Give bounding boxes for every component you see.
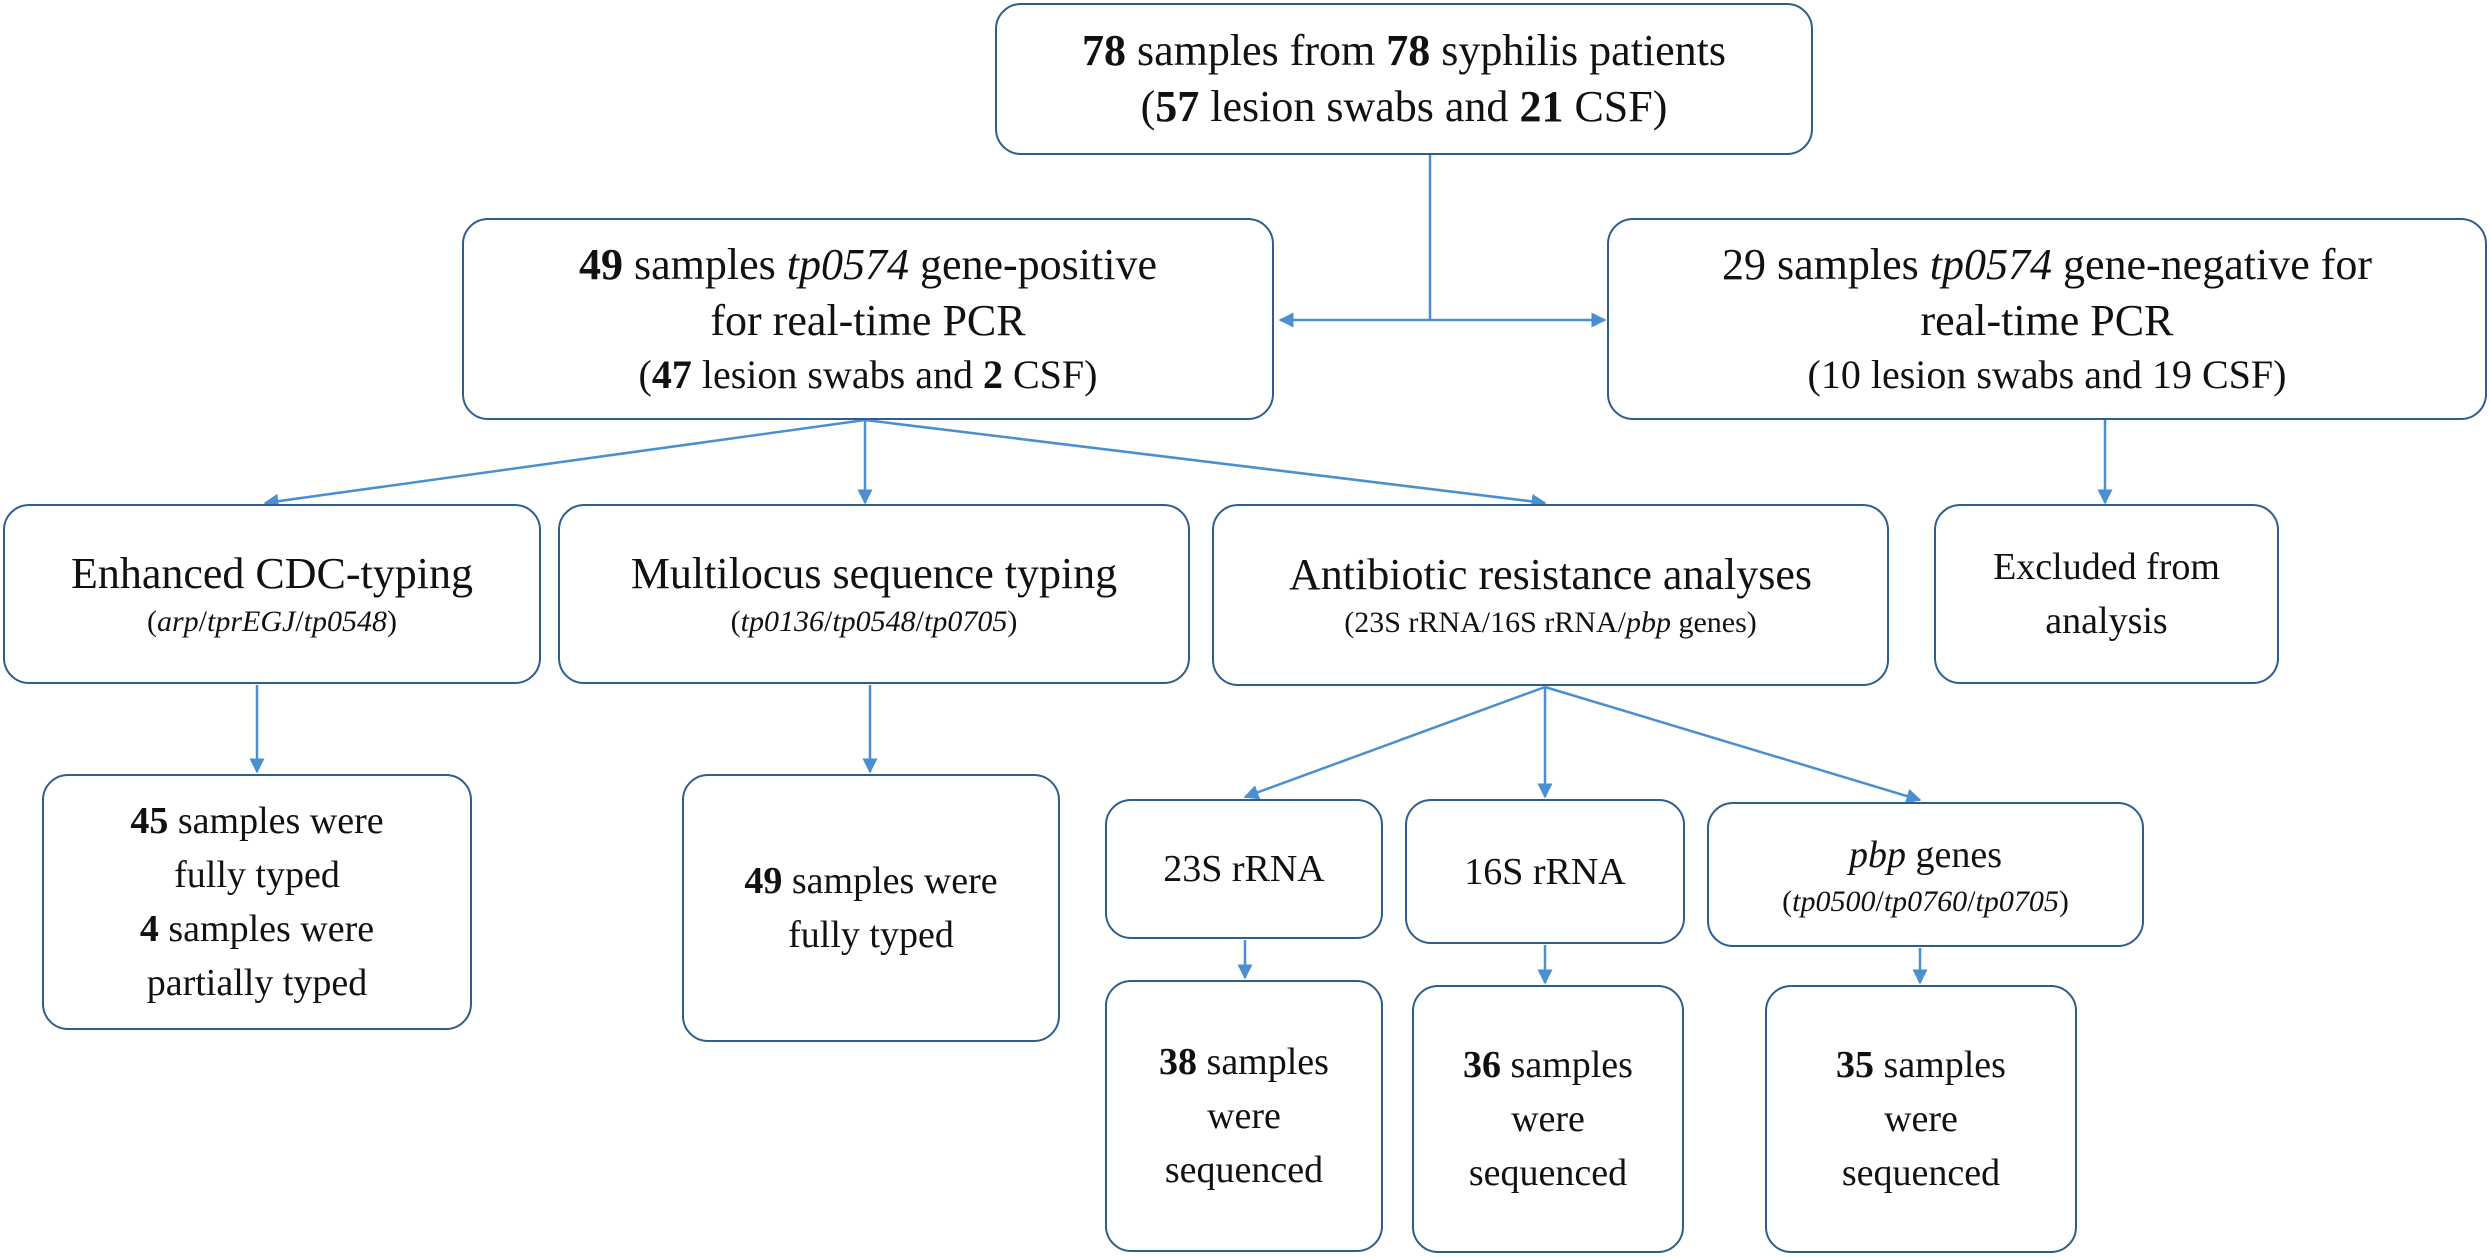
edge-abx-to-23s — [1243, 685, 1546, 800]
root-line-2: (57 lesion swabs and 21 CSF) — [1140, 82, 1668, 131]
pbp-result-line-3: sequenced — [1841, 1152, 2001, 1194]
23s-rrna-node: 23S rRNA — [1105, 799, 1383, 939]
positive-line-1: 49 samples tp0574 gene-positive — [578, 240, 1158, 289]
23s-result-line-1: 38 samples — [1159, 1041, 1329, 1083]
negative-line-3: (10 lesion swabs and 19 CSF) — [1807, 352, 2287, 397]
pbp-genes-node: pbp genes (tp0500/tp0760/tp0705) — [1707, 802, 2144, 947]
negative-line-2: real-time PCR — [1920, 296, 2174, 345]
cdc-result-line-3: 4 samples were — [139, 908, 375, 950]
cdc-typing-node: Enhanced CDC-typing (arp/tprEGJ/tp0548) — [3, 504, 541, 684]
cdc-result-line-2: fully typed — [174, 854, 340, 896]
mlst-title: Multilocus sequence typing — [630, 549, 1118, 598]
23s-result-line-3: sequenced — [1164, 1149, 1324, 1191]
pbp-genes-title: pbp genes — [1848, 833, 2003, 876]
16s-result-line-3: sequenced — [1468, 1152, 1628, 1194]
pbp-genes-list: (tp0500/tp0760/tp0705) — [1782, 884, 2069, 918]
cdc-typing-result-node: 45 samples were fully typed 4 samples we… — [42, 774, 472, 1030]
cdc-typing-title: Enhanced CDC-typing — [70, 549, 474, 598]
mlst-result-node: 49 samples were fully typed — [682, 774, 1060, 1042]
root-node: 78 samples from 78 syphilis patients (57… — [995, 3, 1813, 155]
23s-rrna-label: 23S rRNA — [1163, 848, 1325, 890]
positive-line-3: (47 lesion swabs and 2 CSF) — [638, 352, 1098, 397]
excluded-line-1: Excluded from — [1993, 546, 2220, 588]
pbp-result-line-1: 35 samples — [1836, 1044, 2006, 1086]
antibiotic-resistance-node: Antibiotic resistance analyses (23S rRNA… — [1212, 504, 1889, 686]
pbp-result-line-2: were — [1884, 1098, 1958, 1140]
cdc-result-line-1: 45 samples were — [130, 800, 384, 842]
edge-pos-to-abx — [864, 418, 1547, 509]
23s-rrna-result-node: 38 samples were sequenced — [1105, 980, 1383, 1252]
pbp-genes-result-node: 35 samples were sequenced — [1765, 985, 2077, 1253]
mlst-node: Multilocus sequence typing (tp0136/tp054… — [558, 504, 1190, 684]
23s-result-line-2: were — [1207, 1095, 1281, 1137]
negative-node: 29 samples tp0574 gene-negative for real… — [1607, 218, 2487, 420]
cdc-typing-genes: (arp/tprEGJ/tp0548) — [146, 605, 398, 638]
edge-abx-to-pbp — [1544, 685, 1922, 804]
16s-result-line-1: 36 samples — [1463, 1044, 1633, 1086]
edge-pos-to-cdc — [263, 418, 866, 509]
antibiotic-resistance-genes: (23S rRNA/16S rRNA/pbp genes) — [1344, 606, 1757, 639]
16s-rrna-result-node: 36 samples were sequenced — [1412, 985, 1684, 1253]
cdc-result-line-4: partially typed — [146, 962, 368, 1004]
mlst-genes: (tp0136/tp0548/tp0705) — [730, 605, 1018, 638]
positive-line-2: for real-time PCR — [710, 296, 1026, 345]
positive-node: 49 samples tp0574 gene-positive for real… — [462, 218, 1274, 420]
excluded-node: Excluded from analysis — [1934, 504, 2279, 684]
16s-rrna-label: 16S rRNA — [1464, 850, 1626, 893]
16s-result-line-2: were — [1511, 1098, 1585, 1140]
mlst-result-line-2: fully typed — [788, 914, 954, 956]
negative-line-1: 29 samples tp0574 gene-negative for — [1721, 240, 2373, 289]
16s-rrna-node: 16S rRNA — [1405, 799, 1685, 944]
excluded-line-2: analysis — [2045, 600, 2168, 642]
root-line-1: 78 samples from 78 syphilis patients — [1081, 26, 1727, 75]
antibiotic-resistance-title: Antibiotic resistance analyses — [1289, 550, 1812, 599]
mlst-result-line-1: 49 samples were — [744, 860, 998, 902]
